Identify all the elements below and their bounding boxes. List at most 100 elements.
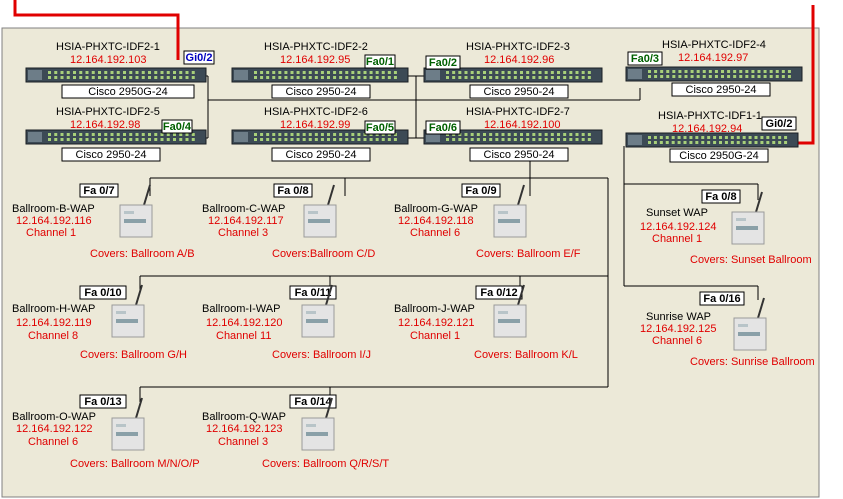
wap-coverage: Covers: Ballroom K/L: [474, 349, 578, 361]
wap-port-tag: Fa 0/9: [461, 183, 501, 198]
switch-chassis-icon: [625, 66, 803, 82]
switch-model-label: Cisco 2950-24: [469, 84, 569, 99]
switch-model-label: Cisco 2950-24: [671, 82, 771, 97]
switch-port-text: Fa0/1: [366, 56, 394, 68]
wap-port-text: Fa 0/12: [480, 287, 517, 299]
access-point-icon: [493, 284, 527, 338]
wap-coverage: Covers: Ballroom G/H: [80, 349, 187, 361]
access-point-icon: [111, 397, 145, 451]
wap-ip: 12.164.192.123: [206, 423, 282, 435]
wap-name: Ballroom-H-WAP: [12, 303, 95, 315]
switch-model-label: Cisco 2950-24: [271, 147, 371, 162]
wap-port-tag: Fa 0/11: [289, 285, 337, 300]
switch-ip: 12.164.192.96: [484, 54, 554, 66]
switch-ip: 12.164.192.98: [70, 119, 140, 131]
wap-j[interactable]: Fa 0/12Ballroom-J-WAP12.164.192.121Chann…: [394, 284, 578, 361]
wap-coverage: Covers: Sunset Ballroom: [690, 254, 812, 266]
wap-ip: 12.164.192.116: [16, 215, 92, 227]
switch-chassis-icon: [625, 132, 799, 148]
wap-port-text: Fa 0/16: [703, 293, 740, 305]
access-point-icon: [111, 284, 145, 338]
switch-ip: 12.164.192.103: [70, 54, 146, 66]
wap-channel: Channel 6: [652, 335, 702, 347]
access-point-icon: [303, 184, 337, 238]
wap-port-text: Fa 0/11: [295, 287, 332, 299]
wap-port-tag: Fa 0/7: [79, 183, 119, 198]
switch-chassis-icon: [25, 129, 207, 145]
wap-name: Ballroom-O-WAP: [12, 411, 96, 423]
wap-channel: Channel 11: [216, 330, 271, 342]
wap-name: Sunset WAP: [646, 207, 708, 219]
waps-layer: Fa 0/7Ballroom-B-WAP12.164.192.116Channe…: [12, 183, 815, 470]
switch-port-tag: Fa0/4: [161, 119, 193, 134]
switch-model-label: Cisco 2950G-24: [61, 84, 195, 99]
wap-ip: 12.164.192.122: [16, 423, 92, 435]
wap-name: Ballroom-G-WAP: [394, 203, 478, 215]
wap-name: Ballroom-B-WAP: [12, 203, 95, 215]
switch-name: HSIA-PHXTC-IDF2-1: [56, 41, 160, 53]
switch-name: HSIA-PHXTC-IDF2-7: [466, 106, 570, 118]
wap-c[interactable]: Fa 0/8Ballroom-C-WAP12.164.192.117Channe…: [202, 183, 375, 260]
wap-channel: Channel 3: [218, 436, 268, 448]
switch-model-text: Cisco 2950-24: [686, 84, 757, 96]
wap-coverage: Covers: Ballroom Q/R/S/T: [262, 458, 389, 470]
switch-port-tag: Gi0/2: [183, 50, 215, 65]
wap-channel: Channel 1: [652, 233, 702, 245]
switch-port-text: Fa0/5: [366, 122, 394, 134]
switch-model-text: Cisco 2950-24: [484, 149, 555, 161]
switch-port-tag: Fa0/2: [425, 55, 461, 70]
wap-g[interactable]: Fa 0/9Ballroom-G-WAP12.164.192.118Channe…: [394, 183, 581, 260]
switch-port-text: Fa0/4: [163, 121, 192, 133]
switch-chassis-icon: [25, 67, 207, 83]
wap-port-text: Fa 0/7: [83, 185, 114, 197]
switch-port-tag: Gi0/2: [761, 116, 797, 131]
wap-q[interactable]: Fa 0/14Ballroom-Q-WAP12.164.192.123Chann…: [202, 394, 389, 470]
switch-port-text: Fa0/2: [429, 57, 457, 69]
access-point-icon: [301, 284, 335, 338]
wap-port-text: Fa 0/8: [705, 191, 736, 203]
wap-port-tag: Fa 0/8: [701, 189, 741, 204]
switch-port-text: Fa0/3: [631, 53, 659, 65]
wap-name: Ballroom-I-WAP: [202, 303, 280, 315]
wap-channel: Channel 8: [28, 330, 78, 342]
wap-ip: 12.164.192.124: [640, 221, 716, 233]
wap-port-tag: Fa 0/16: [699, 291, 745, 306]
switch-name: HSIA-PHXTC-IDF2-6: [264, 106, 368, 118]
wap-name: Ballroom-C-WAP: [202, 203, 285, 215]
switch-name: HSIA-PHXTC-IDF2-3: [466, 41, 570, 53]
switch-chassis-icon: [423, 67, 603, 83]
wap-port-text: Fa 0/14: [294, 396, 332, 408]
wap-b[interactable]: Fa 0/7Ballroom-B-WAP12.164.192.116Channe…: [12, 183, 195, 260]
wap-coverage: Covers:Ballroom C/D: [272, 248, 375, 260]
uplink-cable-right: [797, 5, 815, 145]
wap-i[interactable]: Fa 0/11Ballroom-I-WAP12.164.192.120Chann…: [202, 284, 371, 361]
switch-chassis-icon: [231, 67, 409, 83]
switch-ip: 12.164.192.97: [678, 52, 748, 64]
wap-h[interactable]: Fa 0/10Ballroom-H-WAP12.164.192.119Chann…: [12, 284, 187, 361]
wap-coverage: Covers: Ballroom E/F: [476, 248, 581, 260]
wap-port-tag: Fa 0/14: [289, 394, 337, 409]
switch-model-text: Cisco 2950G-24: [88, 86, 168, 98]
uplink-cables: [13, 0, 815, 145]
wap-o[interactable]: Fa 0/13Ballroom-O-WAP12.164.192.122Chann…: [12, 394, 200, 470]
wap-port-text: Fa 0/8: [277, 185, 308, 197]
wap-port-text: Fa 0/10: [84, 287, 121, 299]
wap-port-tag: Fa 0/10: [79, 285, 127, 300]
wap-coverage: Covers: Ballroom A/B: [90, 248, 195, 260]
wap-ip: 12.164.192.118: [398, 215, 474, 227]
wap-ip: 12.164.192.125: [640, 323, 716, 335]
wap-port-tag: Fa 0/8: [273, 183, 313, 198]
